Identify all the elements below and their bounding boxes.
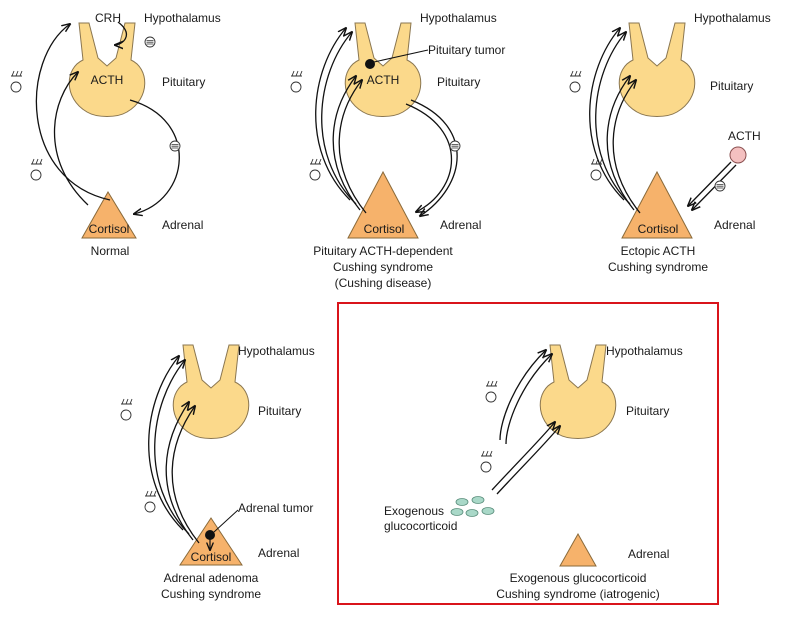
feedback-arrow	[338, 80, 367, 214]
stimulate-icon	[569, 70, 582, 93]
stimulate-icon	[30, 158, 43, 181]
feedback-arrow	[612, 80, 641, 214]
feedback-arrow	[499, 350, 546, 441]
hypothalamus-label: Hypothalamus	[420, 11, 497, 25]
pituitary-tumor-dot	[365, 59, 375, 69]
feedback-arrow	[589, 28, 625, 201]
cortisol-label: Cortisol	[364, 222, 405, 236]
hypothalamus-label: Hypothalamus	[694, 11, 771, 25]
feedback-arrow	[595, 32, 631, 205]
cortisol-label: Cortisol	[191, 550, 232, 564]
inhibit-icon	[449, 140, 461, 152]
feedback-arrow	[332, 76, 361, 211]
acth-arrow	[410, 99, 458, 216]
acth-label: ACTH	[728, 129, 761, 143]
caption-line: Adrenal adenoma	[164, 571, 259, 585]
feedback-arrow	[35, 24, 111, 201]
stimulate-icon	[480, 450, 493, 473]
pituitary-gland	[68, 22, 146, 117]
pituitary-label: Pituitary	[258, 404, 301, 418]
adrenal-label: Adrenal	[628, 547, 669, 561]
stimulate-icon	[120, 398, 133, 421]
acth-arrow	[688, 161, 732, 206]
feedback-arrow	[315, 28, 351, 201]
pituitary-tumor-label: Pituitary tumor	[428, 43, 505, 57]
acth-arrow	[692, 164, 737, 210]
acth-label: ACTH	[91, 73, 124, 87]
panel-adrenal-adenoma: Adrenal tumor Cortisol Hypothalamus Pitu…	[120, 344, 315, 601]
panel-pituitary-dependent: Pituitary tumor ACTH Cortisol Hypothalam…	[290, 11, 505, 290]
feedback-arrow	[321, 32, 357, 205]
acth-label: ACTH	[367, 73, 400, 87]
adrenal-gland	[81, 191, 137, 239]
stimulate-icon	[290, 70, 303, 93]
caption-line: Normal	[91, 244, 130, 258]
pituitary-gland	[539, 344, 617, 439]
caption-line: (Cushing disease)	[335, 276, 432, 290]
stimulate-icon	[10, 70, 23, 93]
adrenal-label: Adrenal	[258, 546, 299, 560]
adrenal-gland	[621, 170, 693, 239]
highlight-box	[337, 302, 719, 605]
panel-exogenous: Hypothalamus Pituitary Adrenal Exogenous…	[337, 302, 719, 605]
caption-line: Exogenous glucocorticoid	[510, 571, 647, 585]
hypothalamus-label: Hypothalamus	[238, 344, 315, 358]
caption-line: Ectopic ACTH	[621, 244, 696, 258]
hypothalamus-label: Hypothalamus	[606, 344, 683, 358]
feedback-arrow	[171, 406, 200, 544]
pituitary-label: Pituitary	[437, 75, 480, 89]
feedback-arrow	[165, 402, 194, 541]
adrenal-label: Adrenal	[162, 218, 203, 232]
glucocorticoid-pills	[450, 496, 495, 517]
inhibit-icon	[144, 36, 156, 48]
feedback-arrow	[505, 354, 552, 445]
feedback-arrow	[491, 422, 555, 491]
pituitary-label: Pituitary	[626, 404, 669, 418]
feedback-arrow	[606, 76, 635, 211]
adrenal-gland	[179, 517, 243, 566]
acth-arrow	[129, 99, 180, 214]
exogenous-label: glucocorticoid	[384, 519, 457, 533]
adrenal-gland	[347, 170, 419, 239]
tumor-pointer	[213, 509, 239, 533]
feedback-arrow	[54, 72, 89, 206]
adrenal-gland	[559, 532, 597, 567]
adrenal-tumor-label: Adrenal tumor	[238, 501, 313, 515]
pituitary-gland	[618, 22, 696, 117]
adrenal-label: Adrenal	[714, 218, 755, 232]
inhibit-icon	[169, 140, 181, 152]
pituitary-label: Pituitary	[710, 79, 753, 93]
ectopic-source	[729, 146, 747, 164]
cortisol-label: Cortisol	[638, 222, 679, 236]
caption-line: Cushing syndrome	[333, 260, 433, 274]
stimulate-icon	[309, 158, 322, 181]
acth-arrow	[405, 103, 453, 212]
pituitary-label: Pituitary	[162, 75, 205, 89]
panel-ectopic: ACTH Cortisol Hypothalamus Pituitary Adr…	[569, 11, 771, 274]
caption-line: Cushing syndrome (iatrogenic)	[496, 587, 659, 601]
panel-normal: Cortisol ACTH CRH Hypothalamus Pituitary…	[10, 11, 221, 258]
exogenous-label: Exogenous	[384, 504, 444, 518]
adrenal-label: Adrenal	[440, 218, 481, 232]
caption-line: Pituitary ACTH-dependent	[313, 244, 453, 258]
inhibit-icon	[714, 180, 726, 192]
feedback-arrow	[154, 360, 190, 535]
caption-line: Cushing syndrome	[608, 260, 708, 274]
adrenal-tumor-dot	[205, 530, 215, 540]
cortisol-label: Cortisol	[89, 222, 130, 236]
feedback-arrow	[496, 426, 560, 495]
hypothalamus-label: Hypothalamus	[144, 11, 221, 25]
caption-line: Cushing syndrome	[161, 587, 261, 601]
feedback-arrow	[148, 356, 184, 531]
crh-label: CRH	[95, 11, 121, 25]
stimulate-icon	[144, 490, 157, 513]
stimulate-icon	[485, 380, 498, 403]
pituitary-gland	[344, 22, 422, 117]
stimulate-icon	[590, 158, 603, 181]
tumor-pointer	[373, 49, 429, 63]
crh-arrow	[115, 21, 128, 45]
